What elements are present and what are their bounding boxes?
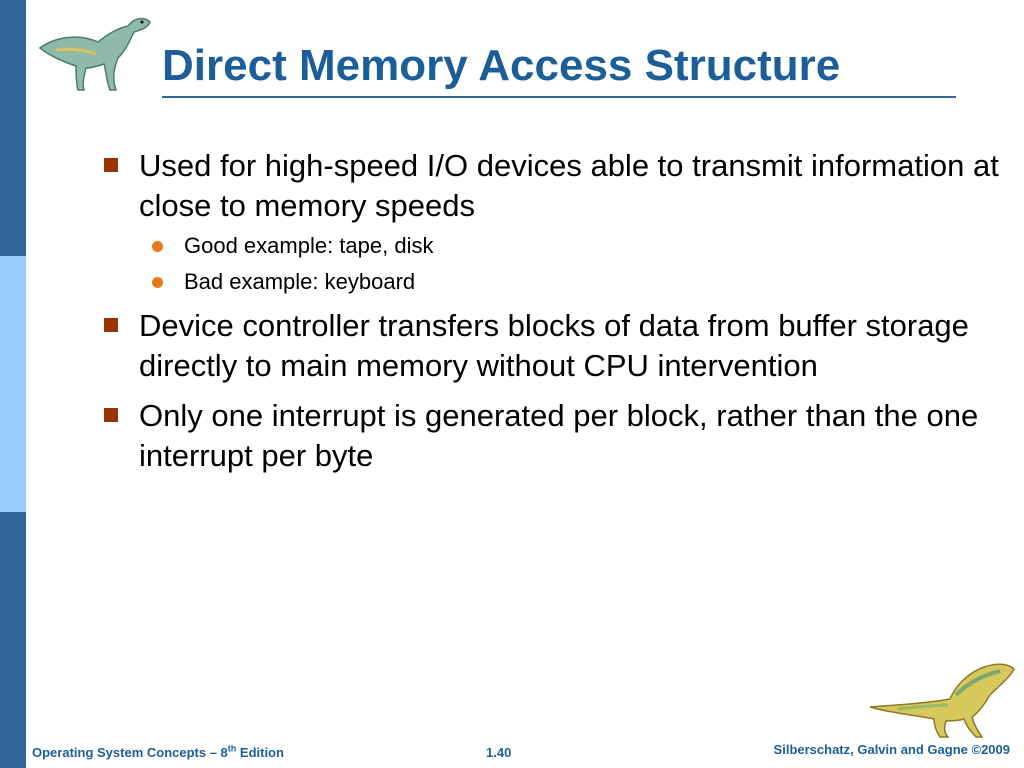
sidebar-bottom-band [0, 512, 26, 768]
sub-bullet-item: Bad example: keyboard [100, 268, 1010, 296]
footer-copyright: Silberschatz, Galvin and Gagne ©2009 [773, 742, 1010, 757]
bullet-item: Used for high-speed I/O devices able to … [100, 146, 1010, 226]
square-bullet-icon [104, 408, 118, 422]
footer-book-title: Operating System Concepts – 8th Edition [32, 743, 284, 760]
footer-page-number: 1.40 [486, 745, 512, 760]
bullet-item: Only one interrupt is generated per bloc… [100, 396, 1010, 476]
sub-bullet-text: Bad example: keyboard [184, 269, 416, 294]
bullet-text: Only one interrupt is generated per bloc… [139, 398, 979, 473]
bullet-item: Device controller transfers blocks of da… [100, 306, 1010, 386]
circle-bullet-icon [152, 241, 163, 252]
page-title: Direct Memory Access Structure [162, 41, 841, 90]
dinosaur-logo-icon [869, 663, 1015, 738]
sidebar-top-band [0, 0, 26, 256]
slide-content: Used for high-speed I/O devices able to … [100, 146, 1010, 480]
square-bullet-icon [104, 158, 118, 172]
bullet-text: Used for high-speed I/O devices able to … [139, 148, 999, 223]
title-divider [162, 96, 956, 98]
square-bullet-icon [104, 318, 118, 332]
sub-bullet-item: Good example: tape, disk [100, 232, 1010, 260]
sub-bullet-text: Good example: tape, disk [184, 233, 434, 258]
dinosaur-logo-icon [38, 17, 151, 91]
bullet-text: Device controller transfers blocks of da… [139, 308, 969, 383]
circle-bullet-icon [152, 277, 163, 288]
sidebar-middle-band [0, 256, 26, 512]
